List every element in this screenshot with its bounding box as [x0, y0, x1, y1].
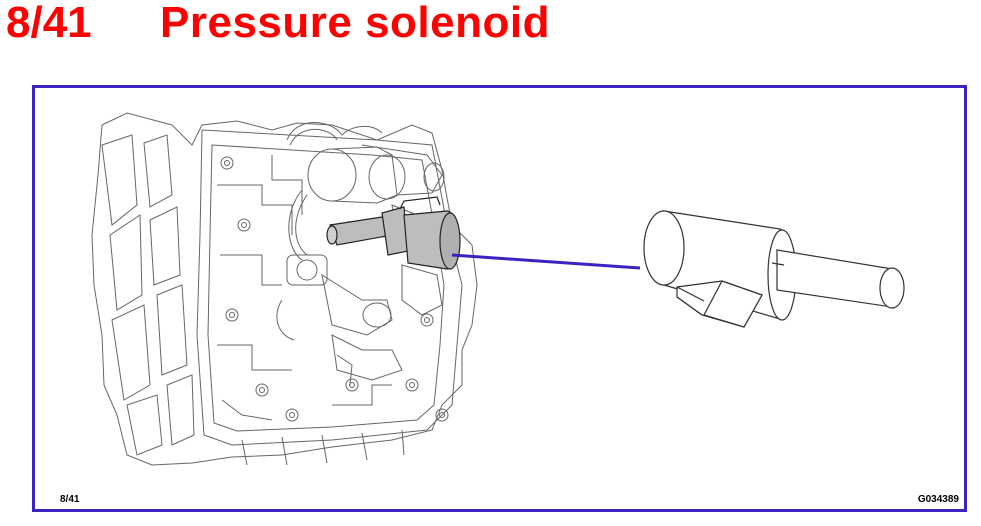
diagram-frame — [32, 85, 967, 512]
diagram-illustration — [91, 112, 905, 466]
highlighted-solenoid — [326, 196, 461, 270]
slide-number: 8/41 — [6, 0, 92, 47]
leader-line — [451, 253, 641, 270]
enlarged-solenoid — [643, 210, 905, 328]
slide-title: Pressure solenoid — [160, 0, 550, 47]
valve-body-drawing — [91, 112, 478, 466]
footer-page-number: 8/41 — [60, 494, 80, 505]
footer-figure-code: G034389 — [917, 494, 959, 505]
